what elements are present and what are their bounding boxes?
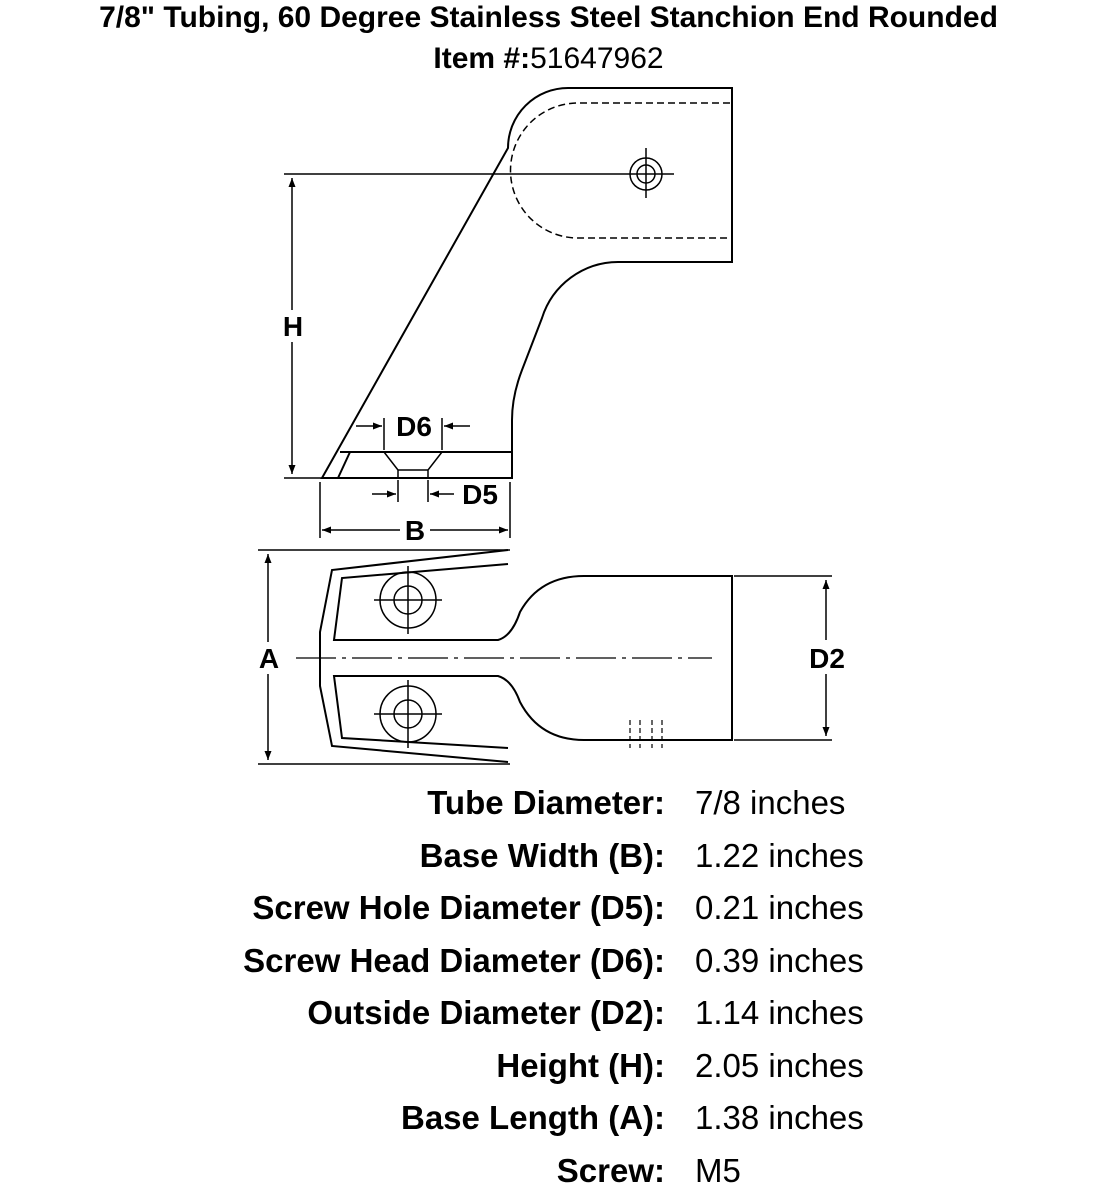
spec-label: Base Length (A): xyxy=(401,1099,665,1136)
label-b: B xyxy=(405,515,425,546)
spec-row: Base Length (A): 1.38 inches xyxy=(0,1098,1097,1148)
base-bevel-line xyxy=(337,451,351,479)
spec-value: 0.21 inches xyxy=(695,889,864,926)
label-d6: D6 xyxy=(396,411,432,442)
label-d5: D5 xyxy=(462,479,498,510)
spec-value: 0.39 inches xyxy=(695,942,864,979)
spec-row: Outside Diameter (D2): 1.14 inches xyxy=(0,993,1097,1043)
side-view xyxy=(280,87,733,546)
spec-label: Screw Hole Diameter (D5): xyxy=(252,889,665,926)
spec-row: Tube Diameter: 7/8 inches xyxy=(0,783,1097,833)
item-number-line: Item #:51647962 xyxy=(0,41,1097,77)
item-number-prefix: Item #: xyxy=(433,42,531,75)
spec-label: Screw: xyxy=(556,1152,665,1189)
product-title: 7/8" Tubing, 60 Degree Stainless Steel S… xyxy=(99,1,998,34)
top-screw-hole-2-icon xyxy=(374,680,442,748)
spec-row: Height (H): 2.05 inches xyxy=(0,1046,1097,1096)
spec-row: Screw Hole Diameter (D5): 0.21 inches xyxy=(0,888,1097,938)
spec-value: 1.22 inches xyxy=(695,837,864,874)
spec-label: Screw Head Diameter (D6): xyxy=(243,942,665,979)
top-view xyxy=(256,549,848,765)
spec-row: Base Width (B): 1.22 inches xyxy=(0,836,1097,886)
countersink-hole xyxy=(383,451,443,478)
top-screw-hole-1-icon xyxy=(374,566,442,634)
spec-value: 7/8 inches xyxy=(695,784,846,821)
label-a: A xyxy=(259,643,279,674)
spec-row: Screw Head Diameter (D6): 0.39 inches xyxy=(0,941,1097,991)
top-view-inner-upper xyxy=(332,563,733,749)
spec-label: Height (H): xyxy=(496,1047,665,1084)
side-view-outline xyxy=(320,87,733,479)
spec-label: Tube Diameter: xyxy=(427,784,665,821)
spec-value: M5 xyxy=(695,1152,741,1189)
spec-label: Base Width (B): xyxy=(419,837,665,874)
tube-screw-hidden-lines xyxy=(629,720,663,748)
side-screw-hole-icon xyxy=(629,148,663,198)
bore-hidden-line xyxy=(509,102,730,239)
technical-drawing: H D6 D5 B A D2 xyxy=(256,87,848,765)
spec-label: Outside Diameter (D2): xyxy=(307,994,665,1031)
item-number: 51647962 xyxy=(530,42,664,75)
label-h: H xyxy=(283,311,303,342)
spec-value: 1.38 inches xyxy=(695,1099,864,1136)
spec-row: Screw: M5 xyxy=(0,1151,1097,1201)
spec-value: 2.05 inches xyxy=(695,1047,864,1084)
label-d2: D2 xyxy=(809,643,845,674)
spec-value: 1.14 inches xyxy=(695,994,864,1031)
top-view-outer-outline xyxy=(319,549,509,763)
